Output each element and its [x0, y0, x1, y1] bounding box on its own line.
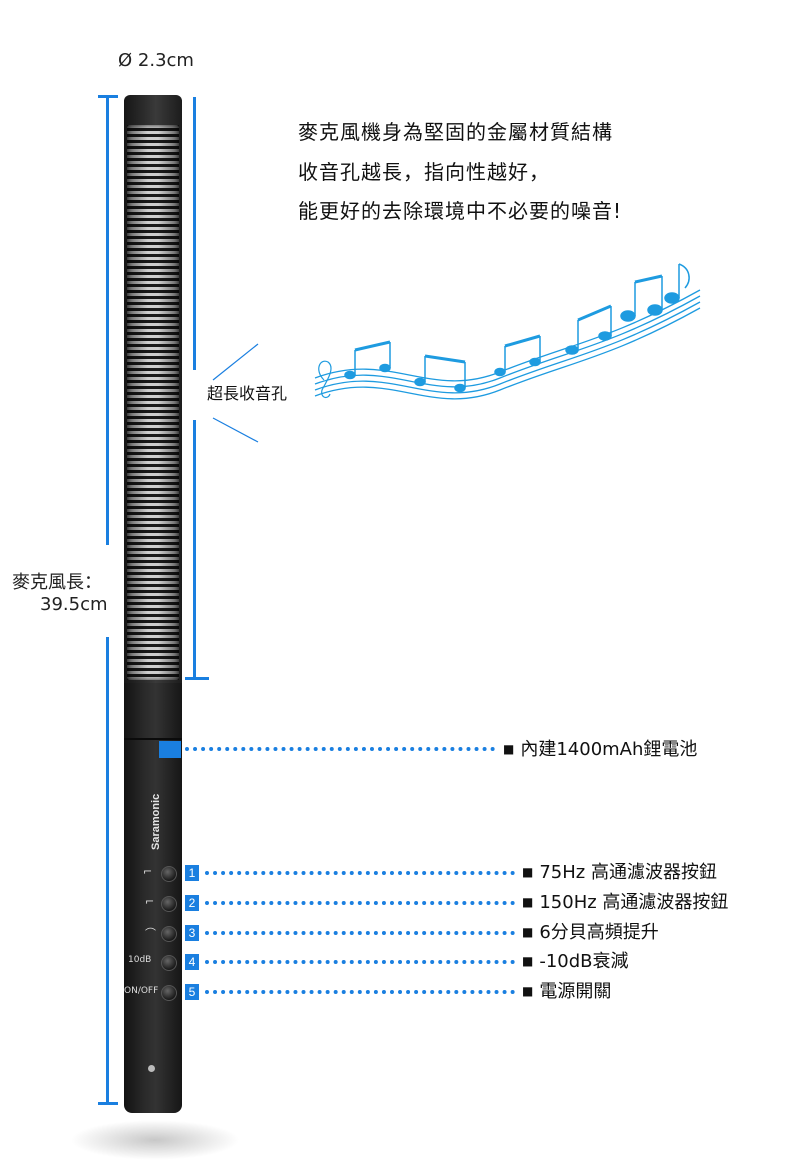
button-4-attenuation[interactable]: [161, 955, 177, 971]
button-1-dotted-line: [205, 871, 515, 875]
battery-feature-label: 內建1400mAh鋰電池: [520, 739, 698, 760]
pickup-pointer-lines: [212, 343, 259, 443]
battery-dotted-line: [185, 747, 495, 751]
button-3-feature: ■ 6分貝高頻提升: [522, 918, 659, 944]
button-3-label: 6分貝高頻提升: [539, 922, 659, 943]
button-2-icon: ⌐: [145, 895, 155, 908]
button-5-dotted-line: [205, 990, 515, 994]
button-5-bullet-icon: ■: [522, 984, 534, 998]
pickup-bracket-bottom-tick: [185, 677, 209, 680]
brand-logo: Saramonic: [150, 793, 162, 850]
floor-shadow: [70, 1120, 240, 1160]
battery-marker: [159, 741, 181, 758]
button-5-number: 5: [185, 984, 199, 1000]
pickup-bracket-lower: [193, 420, 196, 678]
button-4-feature: ■ -10dB衰減: [522, 947, 629, 973]
grille-shading: [127, 125, 179, 680]
music-notes-icon: [314, 263, 701, 400]
headline-line-2: 收音孔越長，指向性越好，: [298, 160, 550, 184]
button-4-bullet-icon: ■: [522, 954, 534, 968]
button-5-icon: ON/OFF: [124, 986, 159, 996]
headline-line-3: 能更好的去除環境中不必要的噪音!: [298, 199, 623, 223]
button-3-high-boost[interactable]: [161, 926, 177, 942]
button-1-number: 1: [185, 865, 199, 881]
headline-line-1: 麥克風機身為堅固的金屬材質結構: [298, 120, 613, 144]
button-2-150hz-filter[interactable]: [161, 896, 177, 912]
long-pickup-label: 超長收音孔: [207, 384, 288, 403]
length-label-value: 39.5cm: [40, 594, 108, 615]
button-3-number: 3: [185, 925, 199, 941]
button-2-dotted-line: [205, 901, 515, 905]
battery-feature: ■ 內建1400mAh鋰電池: [503, 735, 697, 761]
bottom-screw-icon: [148, 1065, 155, 1072]
pickup-bracket-upper: [193, 97, 196, 370]
battery-bullet-icon: ■: [503, 742, 515, 756]
length-label-title: 麥克風長：: [12, 572, 102, 593]
button-2-number: 2: [185, 895, 199, 911]
diameter-label: Ø 2.3cm: [118, 50, 194, 71]
button-4-dotted-line: [205, 960, 515, 964]
button-1-feature: ■ 75Hz 高通濾波器按鈕: [522, 858, 717, 884]
length-line-lower: [106, 637, 109, 1104]
length-line-upper: [106, 95, 109, 545]
button-3-bullet-icon: ■: [522, 925, 534, 939]
button-5-power[interactable]: [161, 985, 177, 1001]
button-3-dotted-line: [205, 931, 515, 935]
button-1-label: 75Hz 高通濾波器按鈕: [539, 862, 717, 883]
length-line-bottom-tick: [98, 1102, 118, 1105]
button-1-icon: ⌐: [143, 865, 153, 878]
button-5-label: 電源開關: [539, 981, 612, 1002]
button-5-feature: ■ 電源開關: [522, 977, 611, 1003]
button-2-label: 150Hz 高通濾波器按鈕: [539, 892, 729, 913]
button-2-feature: ■ 150Hz 高通濾波器按鈕: [522, 888, 728, 914]
button-2-bullet-icon: ■: [522, 895, 534, 909]
body-seam: [124, 738, 182, 740]
button-1-75hz-filter[interactable]: [161, 866, 177, 882]
button-4-icon: 10dB: [128, 955, 152, 965]
button-4-label: -10dB衰減: [539, 951, 629, 972]
button-4-number: 4: [185, 954, 199, 970]
button-1-bullet-icon: ■: [522, 865, 534, 879]
button-3-icon: ⌒: [145, 927, 156, 940]
